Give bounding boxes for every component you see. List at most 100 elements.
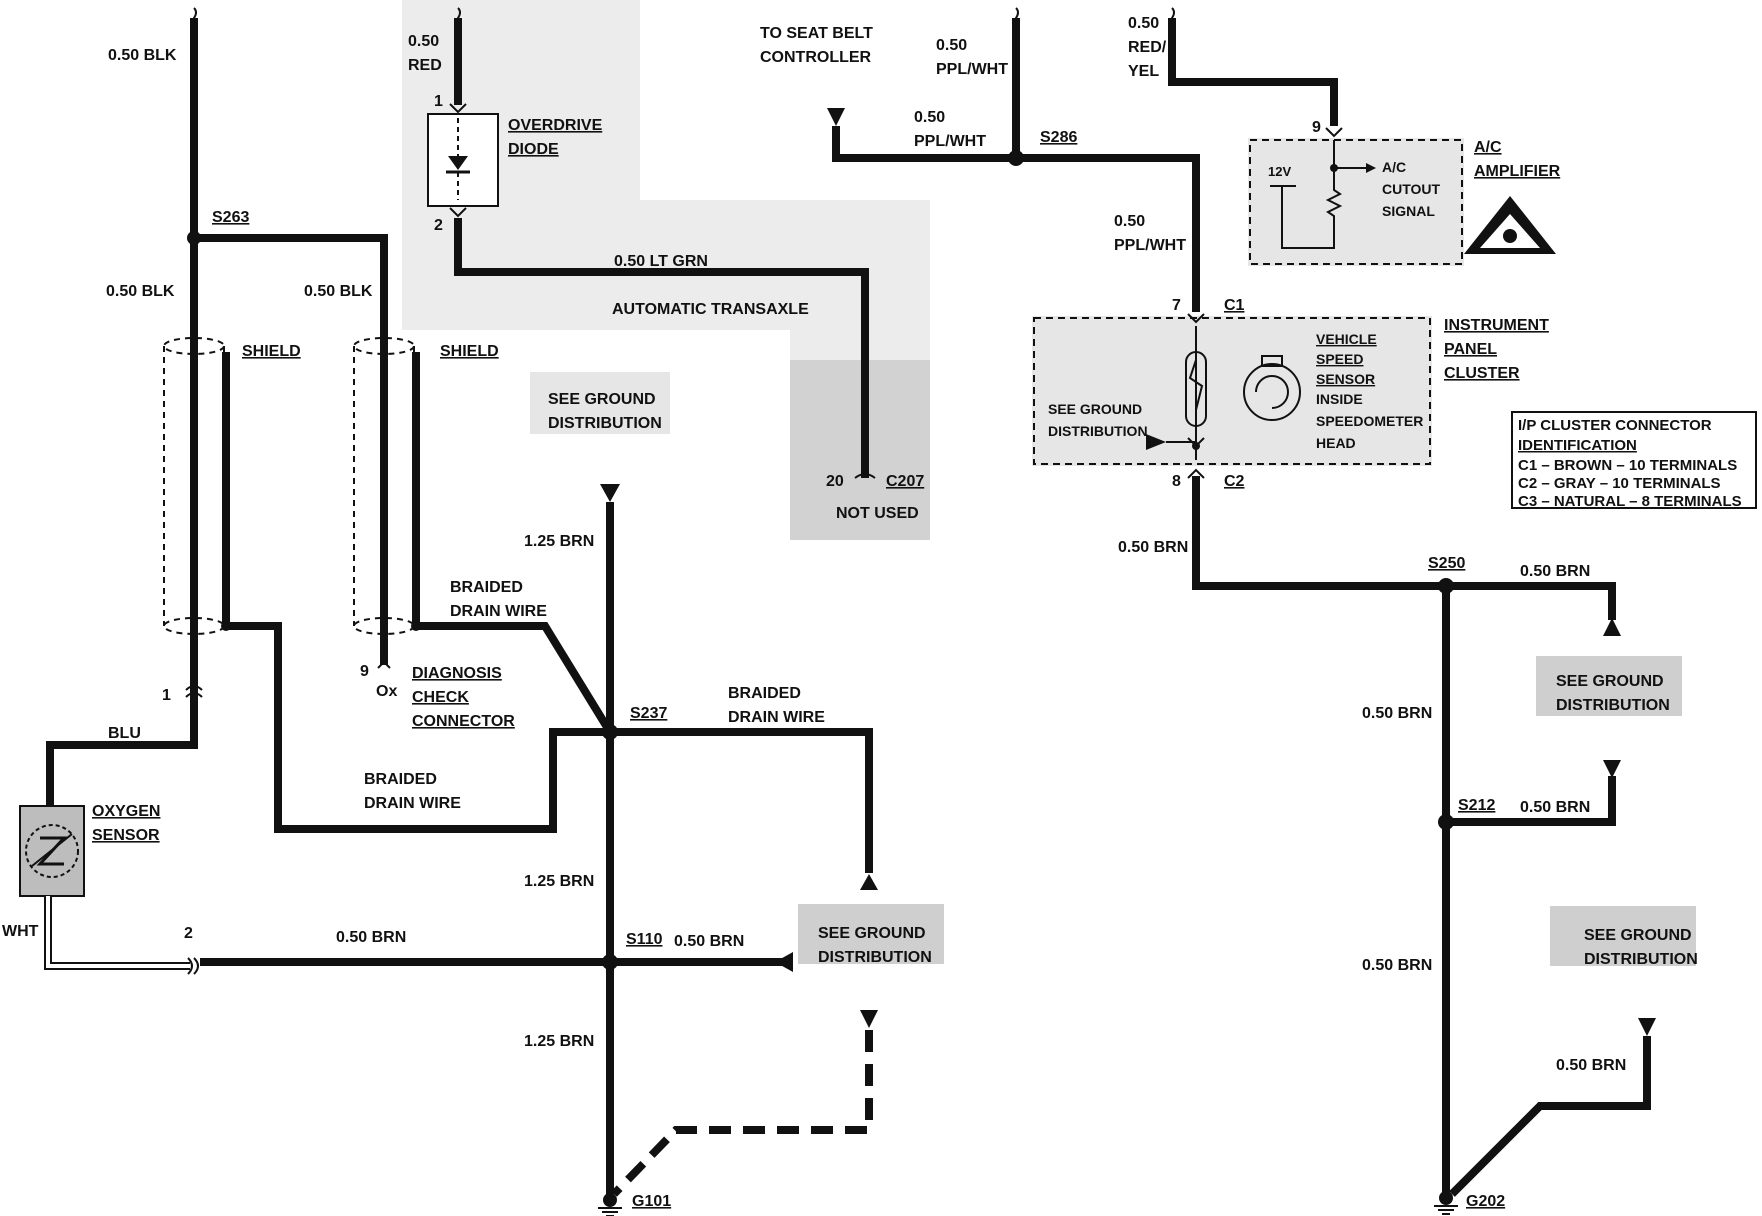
pin-label-7: 7 xyxy=(1172,297,1181,314)
pin-label-diode-2: 2 xyxy=(434,217,443,234)
see-ground-r1-line2: DISTRIBUTION xyxy=(1556,697,1670,714)
splice-label-s110: S110 xyxy=(626,931,663,948)
label-not-used: NOT USED xyxy=(836,505,919,522)
ac-amplifier xyxy=(1249,139,1463,265)
brn-trunk-s237-s110-g101 xyxy=(200,484,878,1216)
component-ipc-1: INSTRUMENT xyxy=(1444,317,1549,334)
ground-label-g101: G101 xyxy=(632,1193,671,1210)
label-braided-3-b: DRAIN WIRE xyxy=(364,795,461,812)
instrument-panel-cluster xyxy=(1033,317,1431,465)
o2-sensor-blu-wire xyxy=(46,685,203,806)
conn-id-c1: C1 – BROWN – 10 TERMINALS xyxy=(1518,457,1737,474)
ground-label-g202: G202 xyxy=(1466,1193,1505,1210)
wire-label-brn-ipc: 0.50 BRN xyxy=(1118,539,1188,556)
component-diag-3: CONNECTOR xyxy=(412,713,515,730)
see-ground-2-line2: DISTRIBUTION xyxy=(818,949,932,966)
wire-label-brn-r-upper: 0.50 BRN xyxy=(1362,705,1432,722)
wire-label-ppl-wht-top-color: PPL/WHT xyxy=(936,61,1008,78)
wire-label-125-brn-mid: 1.25 BRN xyxy=(524,873,594,890)
wire-label-brn-r-lower: 0.50 BRN xyxy=(1362,957,1432,974)
splice-label-s250: S250 xyxy=(1428,555,1465,572)
component-diag-1: DIAGNOSIS xyxy=(412,665,502,682)
conn-id-c3: C3 – NATURAL – 8 TERMINALS xyxy=(1518,493,1742,510)
overdrive-diode-circuit xyxy=(427,7,876,479)
wire-label-blk-mid: 0.50 BLK xyxy=(304,283,373,300)
ground-g101-symbol xyxy=(598,1193,622,1216)
ground-ref-arrow-up-r1 xyxy=(1603,618,1621,636)
wire-label-ppl-wht-down-size: 0.50 xyxy=(1114,213,1145,230)
pin-label-20: 20 xyxy=(826,473,844,490)
ground-ref-arrow-left xyxy=(775,952,793,972)
component-ipc-2: PANEL xyxy=(1444,341,1497,358)
see-ground-1-line1: SEE GROUND xyxy=(548,391,656,408)
ground-ref-arrow-down-r3 xyxy=(1638,1018,1656,1036)
label-vss-1: VEHICLE xyxy=(1316,331,1377,347)
label-shield-2: SHIELD xyxy=(440,343,499,360)
label-ac-cutout-2: CUTOUT xyxy=(1382,181,1441,197)
component-ac-amplifier-1: A/C xyxy=(1474,139,1502,156)
wire-label-brn-o2: 0.50 BRN xyxy=(336,929,406,946)
ppl-wht-circuit xyxy=(827,7,1205,324)
shield-middle xyxy=(353,337,421,635)
pin-label-amp-9: 9 xyxy=(1312,119,1321,136)
ground-ref-arrow-down-dashed xyxy=(860,1010,878,1028)
wire-label-red-size: 0.50 xyxy=(408,33,439,50)
wire-label-brn-s250-right: 0.50 BRN xyxy=(1520,563,1590,580)
label-ac-cutout-1: A/C xyxy=(1382,159,1406,175)
splice-s237 xyxy=(602,724,618,740)
wht-wire xyxy=(44,896,199,975)
wire-label-red-yel-size: 0.50 xyxy=(1128,15,1159,32)
braided-drain-wires xyxy=(226,622,878,890)
red-yel-circuit xyxy=(1168,7,1343,138)
label-braided-2-a: BRAIDED xyxy=(728,685,801,702)
ground-ref-arrow-down-r2 xyxy=(1603,760,1621,778)
ground-ref-arrow-right-ipc xyxy=(1146,434,1166,450)
esd-warning-icon xyxy=(1464,196,1556,254)
see-ground-1-line2: DISTRIBUTION xyxy=(548,415,662,432)
connector-label-c2: C2 xyxy=(1224,473,1245,490)
component-diag-2: CHECK xyxy=(412,689,469,706)
wire-label-125-brn-bot: 1.25 BRN xyxy=(524,1033,594,1050)
splice-label-s263: S263 xyxy=(212,209,249,226)
connector-label-c1: C1 xyxy=(1224,297,1245,314)
connector-label-c207: C207 xyxy=(886,473,924,490)
conn-id-title-2: IDENTIFICATION xyxy=(1518,437,1637,454)
see-ground-r2-line2: DISTRIBUTION xyxy=(1584,951,1698,968)
brn-right-circuit xyxy=(1187,468,1656,1215)
diag-connector-pin xyxy=(377,660,391,669)
label-braided-1-a: BRAIDED xyxy=(450,579,523,596)
component-ipc-3: CLUSTER xyxy=(1444,365,1520,382)
label-ox: Ox xyxy=(376,683,397,700)
see-ground-r1-line1: SEE GROUND xyxy=(1556,673,1664,690)
splice-label-s237: S237 xyxy=(630,705,667,722)
component-overdrive-diode: OVERDRIVE xyxy=(508,117,603,134)
wire-label-ppl-wht-left-color: PPL/WHT xyxy=(914,133,986,150)
label-ac-cutout-3: SIGNAL xyxy=(1382,203,1435,219)
wire-label-red-yel-color1: RED/ xyxy=(1128,39,1167,56)
pin-label-diag-9: 9 xyxy=(360,663,369,680)
wire-label-red-yel-color2: YEL xyxy=(1128,63,1159,80)
connector-id-box xyxy=(1511,411,1757,509)
wire-label-ppl-wht-top-size: 0.50 xyxy=(936,37,967,54)
label-vss-3: SENSOR xyxy=(1316,371,1375,387)
see-ground-ipc-1: SEE GROUND xyxy=(1048,401,1142,417)
wire-label-red-color: RED xyxy=(408,57,442,74)
label-vss-5: SPEEDOMETER xyxy=(1316,413,1423,429)
component-ac-amplifier-2: AMPLIFIER xyxy=(1474,163,1561,180)
oxygen-sensor xyxy=(19,805,85,897)
wire-label-brn-r-branch: 0.50 BRN xyxy=(1556,1057,1626,1074)
conn-id-title-1: I/P CLUSTER CONNECTOR xyxy=(1518,417,1712,434)
speedometer-icon xyxy=(1243,363,1301,421)
wire-label-wht: WHT xyxy=(2,923,39,940)
ground-ref-arrow-up-1 xyxy=(860,874,878,890)
label-to-seat-belt-2: CONTROLLER xyxy=(760,49,872,66)
see-ground-ipc-2: DISTRIBUTION xyxy=(1048,423,1148,439)
label-shield-1: SHIELD xyxy=(242,343,301,360)
seat-belt-arrow xyxy=(827,108,845,126)
wire-label-blk-left: 0.50 BLK xyxy=(106,283,175,300)
pin-label-diode-1: 1 xyxy=(434,93,443,110)
label-automatic-transaxle: AUTOMATIC TRANSAXLE xyxy=(612,301,809,318)
ground-g202-symbol xyxy=(1434,1191,1458,1215)
blk-wire-main xyxy=(187,7,388,710)
